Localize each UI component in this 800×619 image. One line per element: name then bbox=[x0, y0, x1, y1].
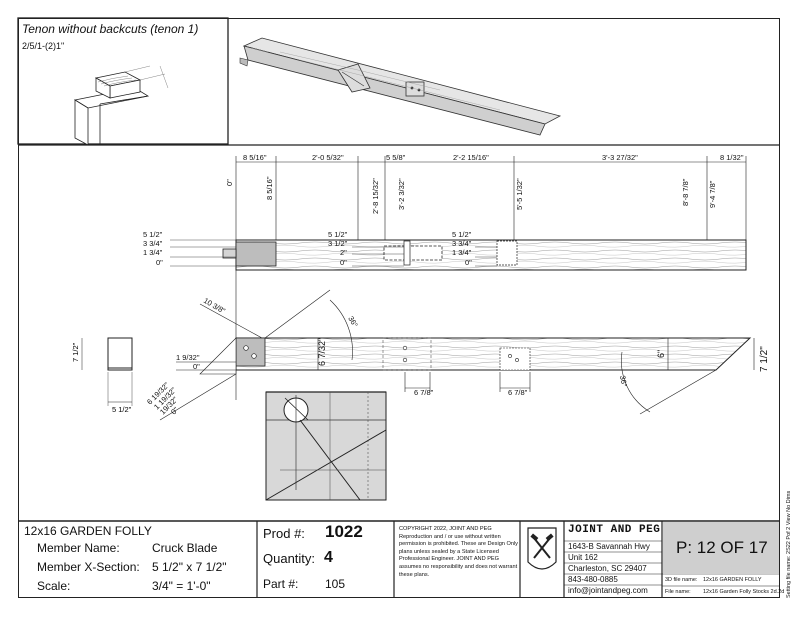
plan-view-member bbox=[170, 239, 747, 271]
member-name: Cruck Blade bbox=[152, 541, 218, 555]
mid-tick-2: 2" bbox=[340, 248, 347, 257]
angle-2: 36° bbox=[618, 375, 629, 388]
mid-tick-3: 0" bbox=[340, 258, 347, 267]
copyright-line: COPYRIGHT 2022, JOINT AND PEG bbox=[399, 526, 492, 532]
copyright-line: plans unless sealed by a State Licensed bbox=[399, 548, 499, 555]
email-link[interactable]: info@jointandpeg.com bbox=[568, 586, 648, 595]
mid-tick-1: 3 1/2" bbox=[328, 239, 348, 248]
right-tick-3: 0" bbox=[465, 258, 472, 267]
top-dim-4: 2'-2 15/16" bbox=[453, 153, 489, 162]
address-line-3: Charleston, SC 29407 bbox=[568, 564, 647, 573]
mortise-dim-1: 6 7/8" bbox=[414, 388, 434, 397]
file-3d-name: 12x16 GARDEN FOLLY bbox=[703, 577, 762, 583]
scale-value: 3/4" = 1'-0" bbox=[152, 579, 211, 593]
copyright-line: Professional Engineer. JOINT AND PEG bbox=[399, 556, 500, 563]
right-tick-2: 1 3/4" bbox=[452, 248, 472, 257]
quantity-label: Quantity: bbox=[263, 551, 316, 566]
tick-left-1: 0" bbox=[193, 362, 200, 371]
scale-label: Scale: bbox=[37, 579, 71, 593]
copyright-notice: COPYRIGHT 2022, JOINT AND PEG Reproducti… bbox=[399, 526, 519, 579]
station-6: 9'-4 7/8" bbox=[708, 180, 717, 208]
prod-number: 1022 bbox=[325, 522, 363, 541]
part-label: Part #: bbox=[263, 577, 299, 591]
section-height: 7 1/2" bbox=[71, 342, 80, 362]
project-title: 12x16 GARDEN FOLLY bbox=[24, 524, 152, 538]
angle-dim: 10 3/8" bbox=[202, 296, 227, 316]
file-name: 12x16 Garden Folly Stocks 2d.2d bbox=[703, 589, 785, 595]
copyright-line: assumes no responsibility and does not w… bbox=[399, 563, 518, 570]
left-tick-3: 0" bbox=[156, 258, 163, 267]
title-block-frame bbox=[18, 520, 780, 598]
company-name: JOINT AND PEG bbox=[568, 524, 661, 536]
left-tick-1: 3 3/4" bbox=[143, 239, 163, 248]
joint-detail-box bbox=[265, 391, 387, 501]
cross-section: 7 1/2" 5 1/2" bbox=[71, 337, 133, 414]
top-dimension-labels: 8 5/16" 2'-0 5/32" 5 5/8" 2'-2 15/16" 3'… bbox=[243, 153, 744, 162]
file-3d-label: 3D file name: bbox=[665, 577, 698, 583]
quantity-value: 4 bbox=[324, 549, 333, 566]
member-name-label: Member Name: bbox=[37, 541, 120, 555]
tick-left-0: 1 9/32" bbox=[176, 353, 200, 362]
xsection-value: 5 1/2" x 7 1/2" bbox=[152, 560, 227, 574]
prod-label: Prod #: bbox=[263, 526, 305, 541]
part-number: 105 bbox=[325, 577, 346, 591]
top-dim-3: 5 5/8" bbox=[386, 153, 406, 162]
member-3d-view bbox=[239, 37, 562, 136]
page-number: P: 12 OF 17 bbox=[676, 538, 768, 557]
top-dim-5: 3'-3 27/32" bbox=[602, 153, 638, 162]
station-1: 8 5/16" bbox=[265, 176, 274, 200]
detail-title: Tenon without backcuts (tenon 1) bbox=[22, 22, 199, 36]
station-3: 3'-2 3/32" bbox=[397, 178, 406, 210]
tenon-detail bbox=[17, 17, 229, 146]
address-line-1: 1643-B Savannah Hwy bbox=[568, 542, 650, 551]
copyright-line: these plans. bbox=[399, 571, 430, 578]
height-total: 7 1/2" bbox=[759, 346, 770, 372]
right-tick-1: 3 3/4" bbox=[452, 239, 472, 248]
file-label: File name: bbox=[665, 589, 691, 595]
station-0: 0" bbox=[225, 179, 234, 186]
section-width: 5 1/2" bbox=[112, 405, 132, 414]
drawing-sheet bbox=[18, 18, 780, 598]
top-dim-6: 8 1/32" bbox=[720, 153, 744, 162]
address-line-2: Unit 162 bbox=[568, 553, 598, 562]
depth-6: 6" bbox=[656, 350, 666, 358]
station-5: 8'-8 7/8" bbox=[681, 178, 690, 206]
side-note: Setting file name: 2S22 Pof 2 View No Di… bbox=[786, 490, 792, 598]
left-tick-0: 5 1/2" bbox=[143, 230, 163, 239]
plan-tick-labels: 5 1/2" 3 3/4" 1 3/4" 0" 5 1/2" 3 1/2" 2"… bbox=[143, 230, 472, 267]
copyright-line: permission is prohibited. These are Desi… bbox=[399, 541, 518, 548]
mid-tick-0: 5 1/2" bbox=[328, 230, 348, 239]
left-tick-2: 1 3/4" bbox=[143, 248, 163, 257]
page-number-bg bbox=[663, 522, 779, 574]
top-dim-2: 2'-0 5/32" bbox=[312, 153, 344, 162]
station-2: 2'-8 15/32" bbox=[371, 178, 380, 214]
elevation-member bbox=[159, 289, 755, 421]
station-labels: 0" 8 5/16" 2'-8 15/32" 3'-2 3/32" 5'-5 1… bbox=[225, 176, 717, 214]
copyright-line: Reproduction and / or use without writte… bbox=[399, 533, 501, 540]
company-logo bbox=[527, 527, 557, 570]
right-tick-0: 5 1/2" bbox=[452, 230, 472, 239]
height-dim: 6 7/32" bbox=[317, 338, 327, 366]
xsection-label: Member X-Section: bbox=[37, 560, 140, 574]
mortise-dim-2: 6 7/8" bbox=[508, 388, 528, 397]
tick-diag-3: 0" bbox=[169, 405, 180, 416]
phone: 843-480-0885 bbox=[568, 575, 618, 584]
top-dim-1: 8 5/16" bbox=[243, 153, 267, 162]
station-4: 5'-5 1/32" bbox=[515, 178, 524, 210]
detail-code: 2/5/1-(2)1" bbox=[22, 41, 65, 51]
